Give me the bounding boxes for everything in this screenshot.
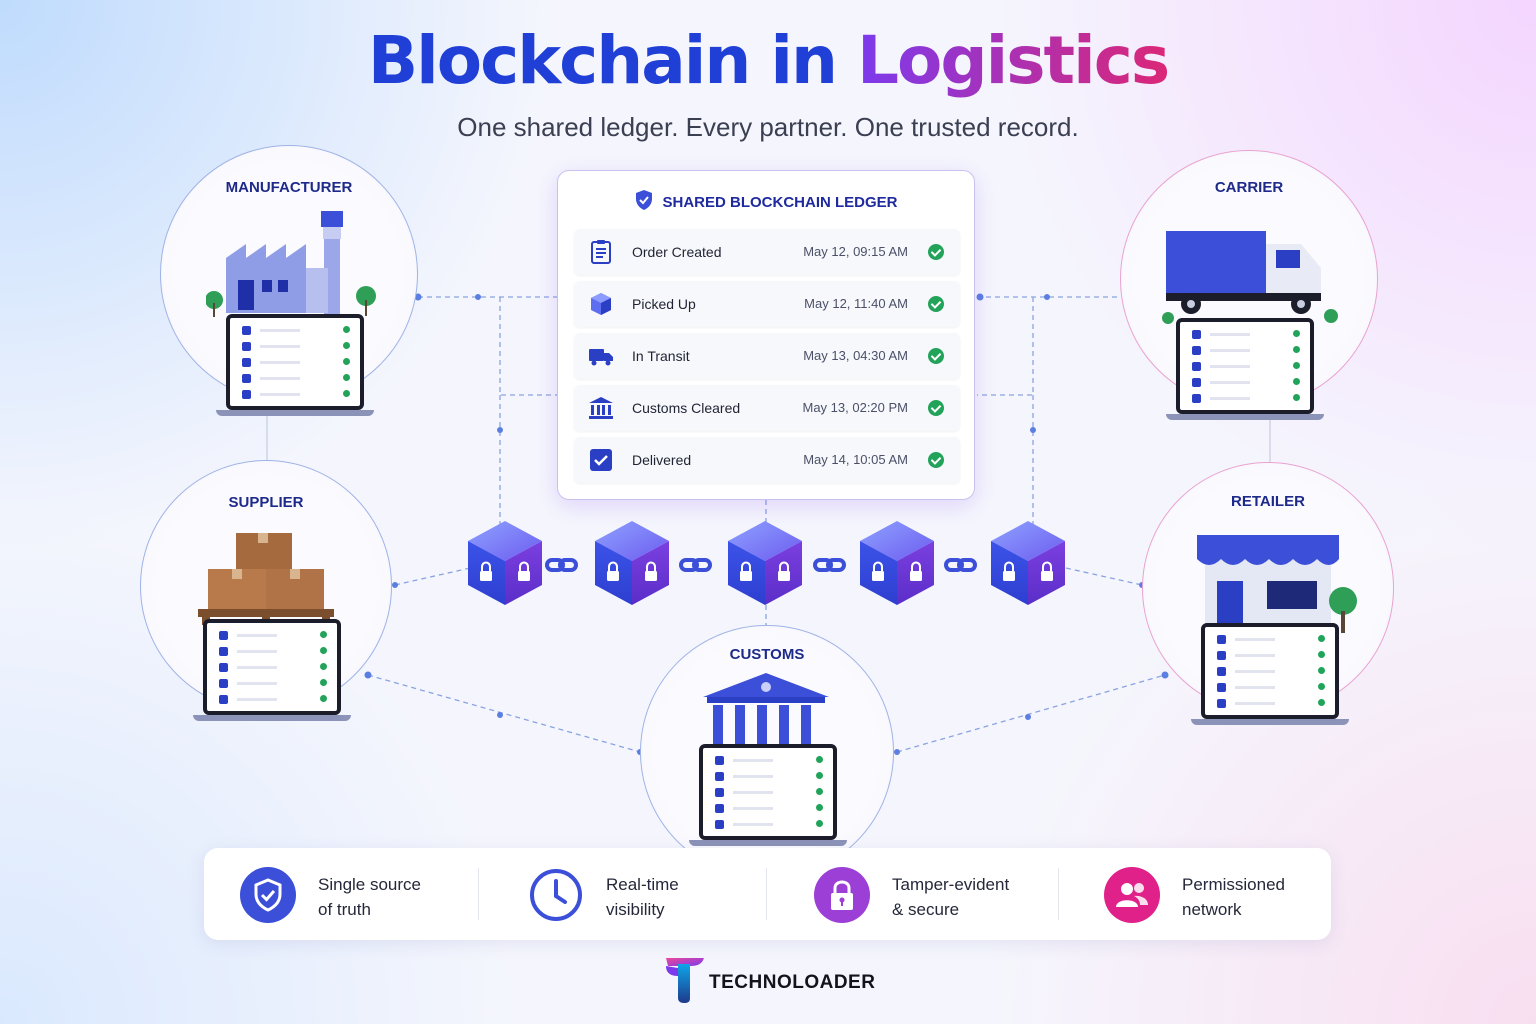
boxes-icon xyxy=(198,533,334,625)
ledger-entry-time: May 12, 11:40 AM xyxy=(804,296,908,311)
padlock-icon xyxy=(645,561,657,581)
block-cube xyxy=(595,521,669,605)
padlock-icon xyxy=(1041,561,1053,581)
ledger-entry-time: May 13, 04:30 AM xyxy=(803,348,908,363)
padlock-icon xyxy=(480,561,492,581)
ledger-entry-label: In Transit xyxy=(632,348,690,364)
padlock-icon xyxy=(740,561,752,581)
check-circle-icon xyxy=(928,244,944,260)
node-label: SUPPLIER xyxy=(228,494,304,511)
block-cube xyxy=(991,521,1065,605)
package-icon xyxy=(591,293,611,315)
bank-building-icon xyxy=(703,673,829,751)
title-part-blockchain: Blockchain in xyxy=(367,22,838,99)
divider xyxy=(766,868,767,920)
shared-ledger-panel: SHARED BLOCKCHAIN LEDGER Order Created M… xyxy=(557,170,975,500)
blockchain-blocks xyxy=(468,521,1065,605)
clipboard-icon xyxy=(591,240,611,264)
feature-line: Permissioned xyxy=(1182,875,1285,894)
feature-line: of truth xyxy=(318,900,371,919)
feature-line: visibility xyxy=(606,900,665,919)
truck-icon xyxy=(1162,231,1338,324)
shield-check-icon xyxy=(636,190,653,210)
clock-icon xyxy=(528,867,584,923)
ledger-entry-time: May 14, 10:05 AM xyxy=(803,452,908,467)
lock-icon xyxy=(814,867,870,923)
padlock-icon xyxy=(518,561,530,581)
feature-line: network xyxy=(1182,900,1242,919)
feature-line: Tamper-evident xyxy=(892,875,1010,894)
node-carrier: CARRIER xyxy=(1120,150,1378,420)
padlock-icon xyxy=(607,561,619,581)
features-bar: Single source of truth Real-time visibilit… xyxy=(204,848,1331,940)
node-customs: CUSTOMS xyxy=(640,625,894,879)
node-label: CUSTOMS xyxy=(729,646,805,663)
padlock-icon xyxy=(910,561,922,581)
node-retailer: RETAILER xyxy=(1142,462,1394,725)
factory-icon xyxy=(206,211,376,317)
ledger-entry: Customs Cleared May 13, 02:20 PM xyxy=(574,385,960,431)
ledger-entry: Order Created May 12, 09:15 AM xyxy=(574,229,960,275)
feature-line: Single source xyxy=(318,875,422,894)
block-cube xyxy=(468,521,542,605)
block-cube xyxy=(860,521,934,605)
padlock-icon xyxy=(872,561,884,581)
feature-line: Real-time xyxy=(606,875,679,894)
page-subtitle: One shared ledger. Every partner. One tr… xyxy=(457,112,1079,142)
page-title: Blockchain in Logistics xyxy=(0,22,1536,99)
chain-links xyxy=(545,558,977,572)
title-part-logistics: Logistics xyxy=(856,22,1170,99)
ledger-entry: Picked Up May 12, 11:40 AM xyxy=(574,281,960,327)
check-circle-icon xyxy=(928,296,944,312)
divider xyxy=(1058,868,1059,920)
divider xyxy=(478,868,479,920)
ledger-entry-label: Order Created xyxy=(632,244,722,260)
brand-name: TECHNOLOADER xyxy=(709,972,876,993)
brand-logo: TECHNOLOADER xyxy=(664,954,884,1004)
ledger-entry-label: Customs Cleared xyxy=(632,400,741,416)
users-icon xyxy=(1104,867,1160,923)
padlock-icon xyxy=(778,561,790,581)
bank-icon xyxy=(589,397,613,419)
node-label: CARRIER xyxy=(1214,179,1284,196)
ledger-entry: In Transit May 13, 04:30 AM xyxy=(574,333,960,379)
ledger-entry-time: May 12, 09:15 AM xyxy=(803,244,908,259)
truck-icon xyxy=(589,349,613,366)
ledger-entry-label: Delivered xyxy=(632,452,692,468)
feature-line: & secure xyxy=(892,900,960,919)
technoloader-logo-icon xyxy=(666,958,704,1003)
ledger-entry-label: Picked Up xyxy=(632,296,696,312)
node-label: RETAILER xyxy=(1231,493,1305,510)
ledger-entry: Delivered May 14, 10:05 AM xyxy=(574,437,960,483)
ledger-header: SHARED BLOCKCHAIN LEDGER xyxy=(558,189,974,211)
node-manufacturer: MANUFACTURER xyxy=(160,145,418,416)
check-circle-icon xyxy=(928,452,944,468)
shield-check-icon xyxy=(240,867,296,923)
node-label: MANUFACTURER xyxy=(225,179,353,196)
node-supplier: SUPPLIER xyxy=(140,460,392,721)
padlock-icon xyxy=(1003,561,1015,581)
ledger-title: SHARED BLOCKCHAIN LEDGER xyxy=(662,194,898,211)
ledger-entry-time: May 13, 02:20 PM xyxy=(802,400,909,415)
checkbox-icon xyxy=(590,449,612,471)
check-circle-icon xyxy=(928,400,944,416)
block-cube xyxy=(728,521,802,605)
check-circle-icon xyxy=(928,348,944,364)
